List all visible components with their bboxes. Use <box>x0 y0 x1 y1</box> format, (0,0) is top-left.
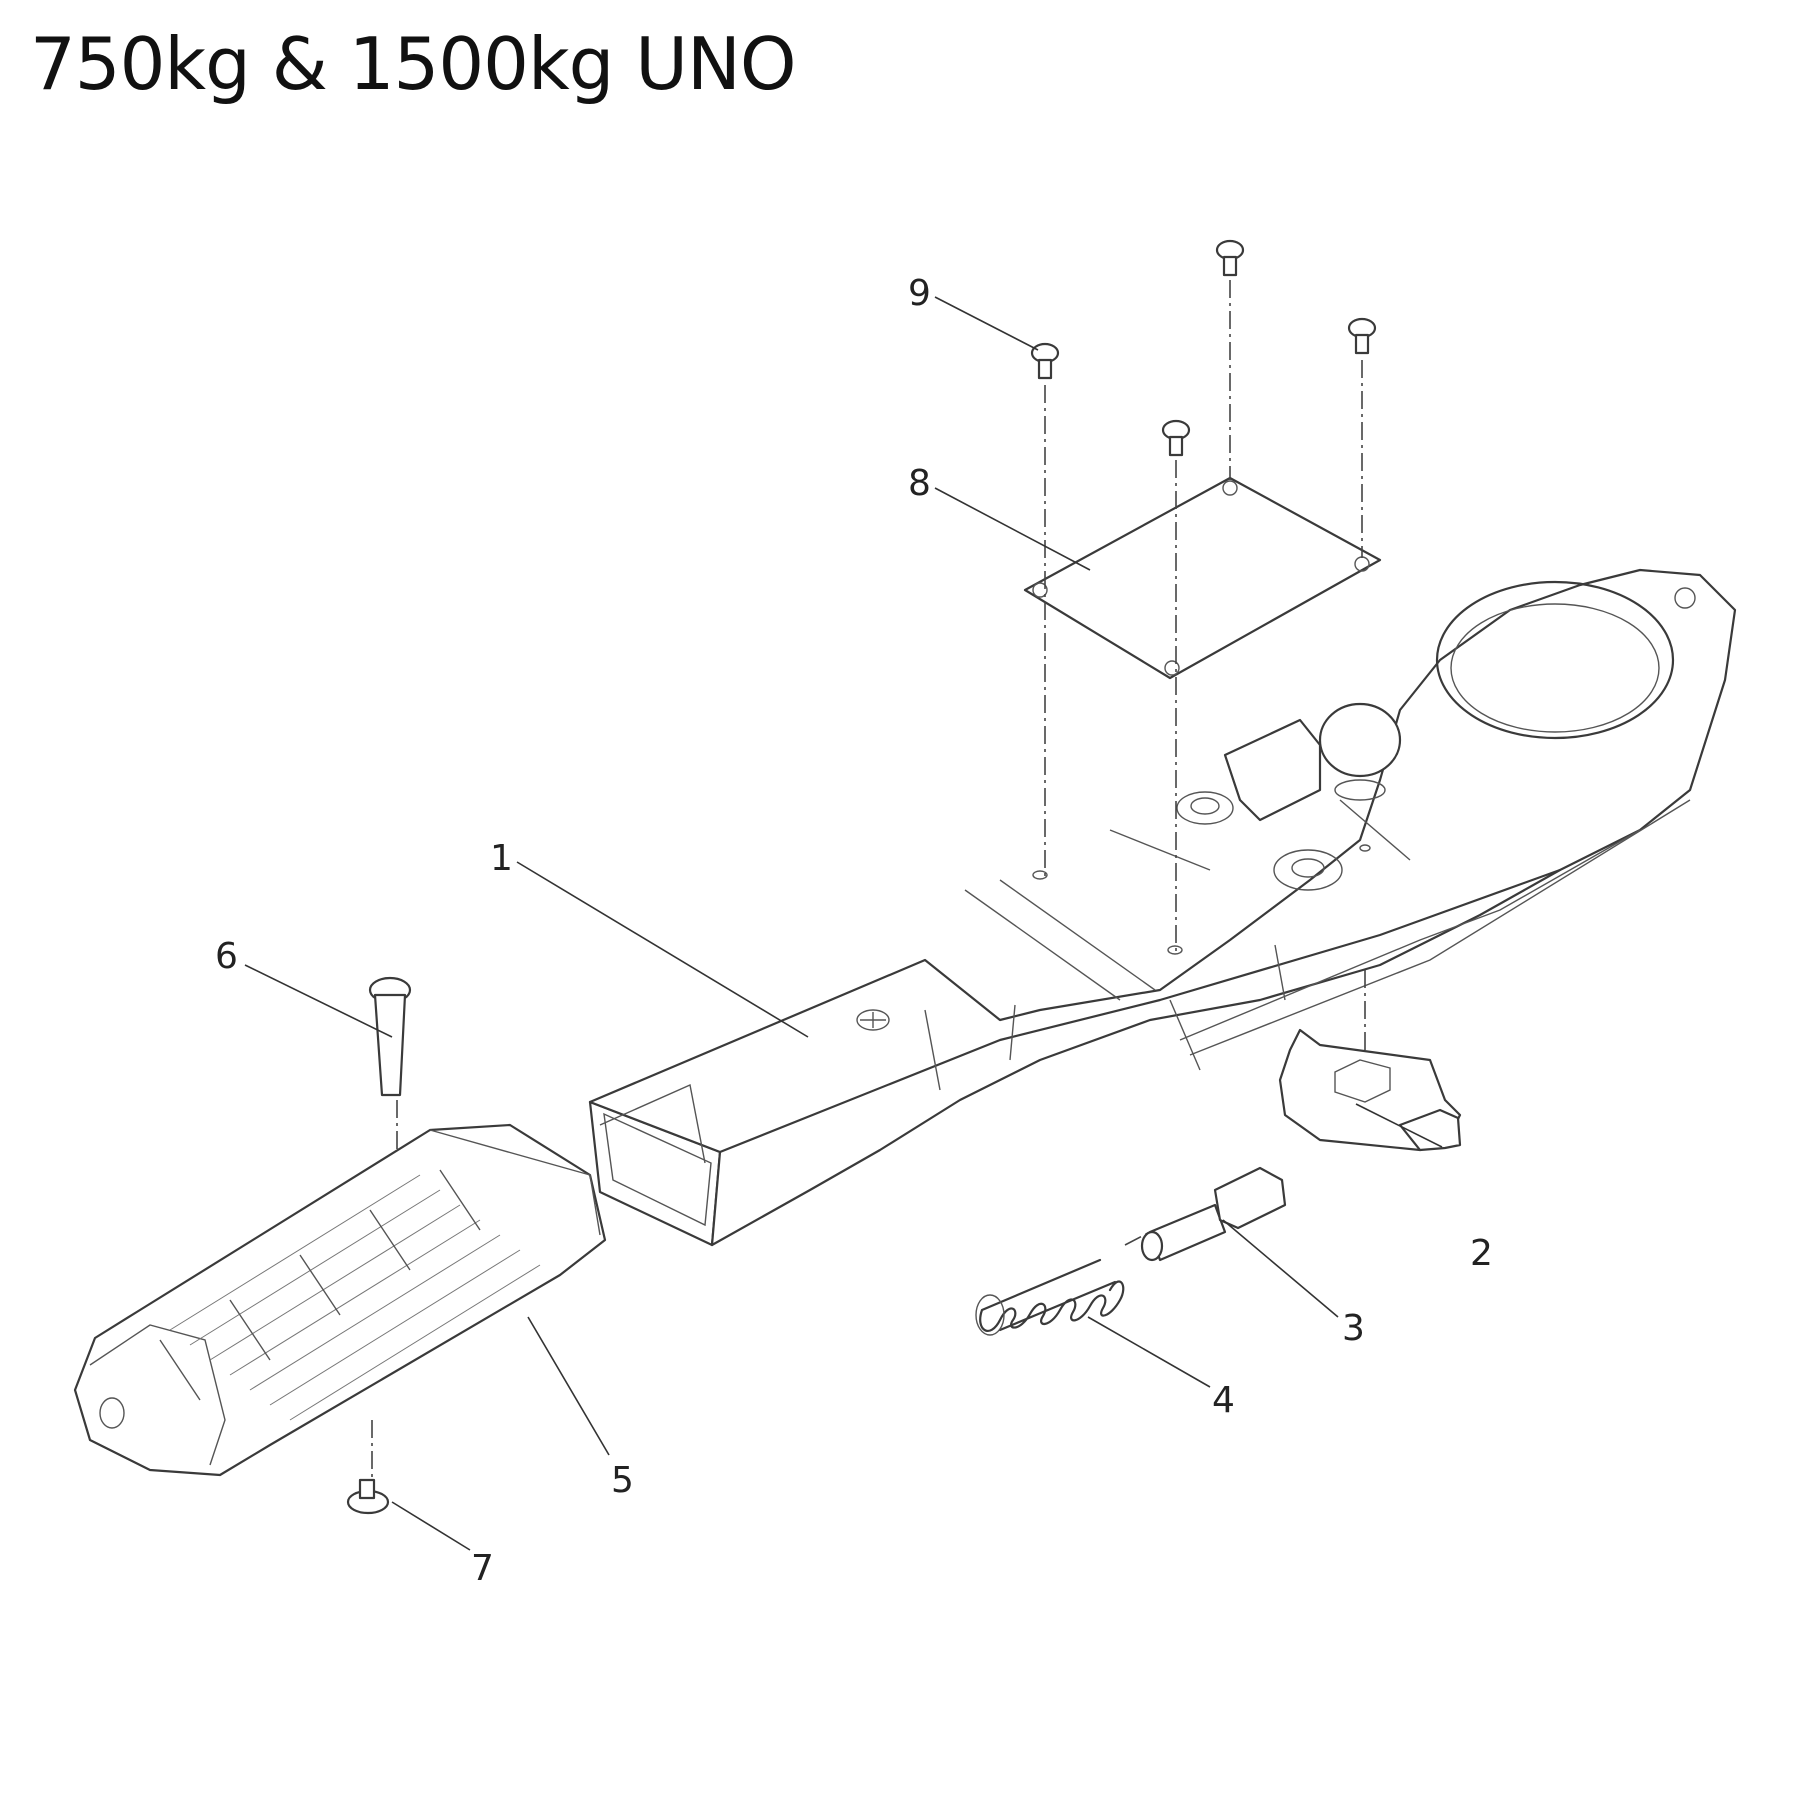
callout-2: 2 <box>1470 1233 1493 1274</box>
assembly-centerlines <box>371 280 1366 1480</box>
part-3-pin <box>1140 1166 1287 1262</box>
part-8-cover-plate <box>1023 476 1382 680</box>
callout-7: 7 <box>471 1548 494 1589</box>
part-5-grip <box>73 1123 607 1477</box>
part-4-spring <box>975 1258 1125 1336</box>
part-9-screws <box>1030 239 1377 457</box>
callout-6: 6 <box>215 936 238 977</box>
part-6-pin <box>368 976 412 1097</box>
callout-8: 8 <box>908 463 931 504</box>
screw-b <box>1215 239 1245 277</box>
page-title: 750kg & 1500kg UNO <box>30 22 796 106</box>
part-2-wing-nut <box>1278 1028 1462 1152</box>
screw-d <box>1161 419 1191 457</box>
part-7-screw <box>346 1478 390 1515</box>
callout-5: 5 <box>611 1460 634 1501</box>
callout-labels: 1 2 3 4 5 6 7 8 9 <box>215 273 1493 1589</box>
callout-4: 4 <box>1212 1380 1235 1421</box>
callout-1: 1 <box>490 838 513 879</box>
callout-3: 3 <box>1342 1308 1365 1349</box>
callout-9: 9 <box>908 273 931 314</box>
part-1-handle-body <box>588 568 1737 1247</box>
screw-a <box>1030 342 1060 380</box>
screw-c <box>1347 317 1377 355</box>
leader-lines <box>244 296 1443 1551</box>
